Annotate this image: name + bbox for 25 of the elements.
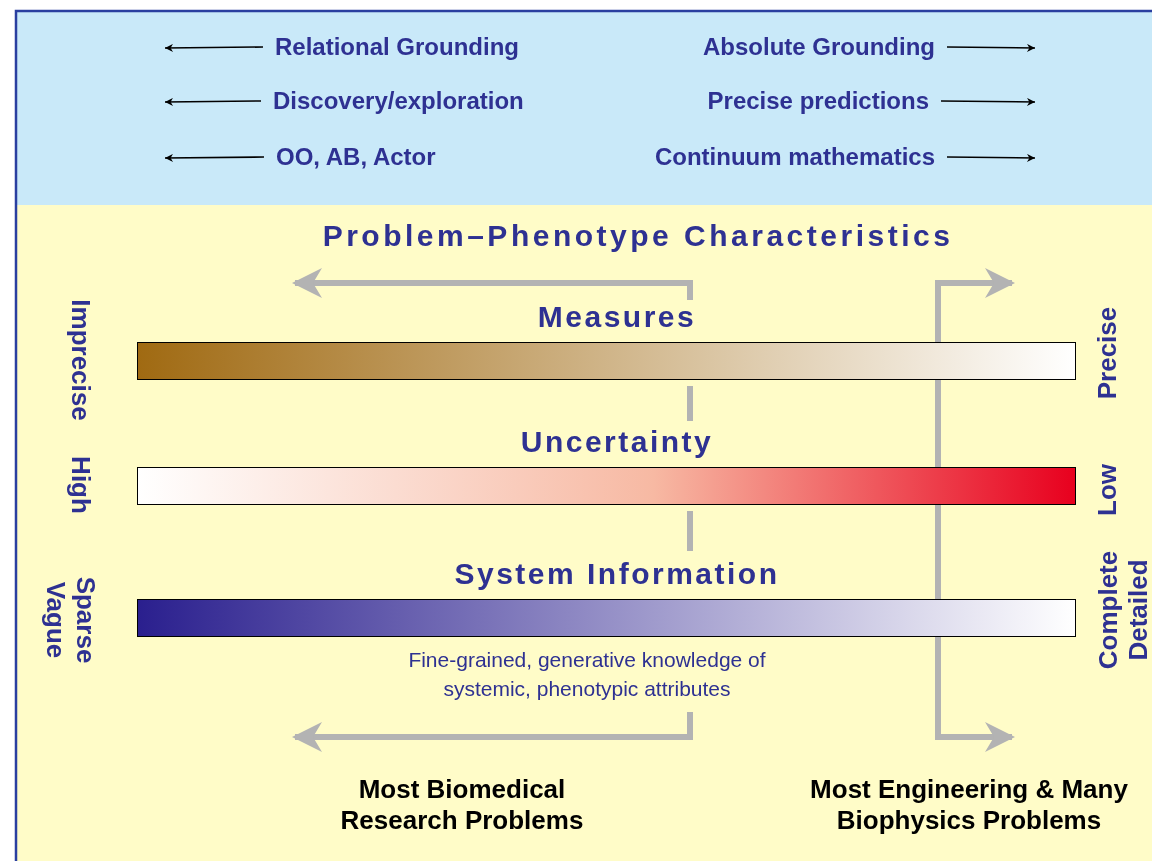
scale-label: Sparse Vague xyxy=(40,575,100,666)
axis-label: Relational Grounding xyxy=(275,35,519,59)
arrow xyxy=(164,153,265,162)
scale-label: Complete Detailed xyxy=(1094,549,1152,672)
axis-label: Precise predictions xyxy=(707,89,929,113)
category-label: Most Biomedical Research Problems xyxy=(339,773,585,837)
axis-label: Continuum mathematics xyxy=(654,145,935,169)
category-label: Most Engineering & Many Biophysics Problems xyxy=(809,773,1129,837)
axis-label: Absolute Grounding xyxy=(703,35,935,59)
arrow xyxy=(946,43,1036,52)
arrow xyxy=(946,153,1036,162)
bar-caption: Fine-grained, generative knowledge of systemic, phenotypic attributes xyxy=(407,647,767,703)
arrow xyxy=(940,97,1036,106)
scale-label: Imprecise xyxy=(65,298,95,423)
bar-heading: Uncertainty xyxy=(519,427,715,457)
scale-label: High xyxy=(65,455,95,516)
scale-label: Precise xyxy=(1093,305,1123,402)
scale-label: Low xyxy=(1093,463,1123,518)
bar-heading: Measures xyxy=(536,302,698,332)
arrow xyxy=(164,43,264,52)
arrow xyxy=(164,97,262,106)
bar-heading: System Information xyxy=(453,559,781,589)
title: Problem–Phenotype Characteristics xyxy=(321,221,955,251)
axis-label: Discovery/exploration xyxy=(273,89,524,113)
axis-label: OO, AB, Actor xyxy=(276,145,436,169)
